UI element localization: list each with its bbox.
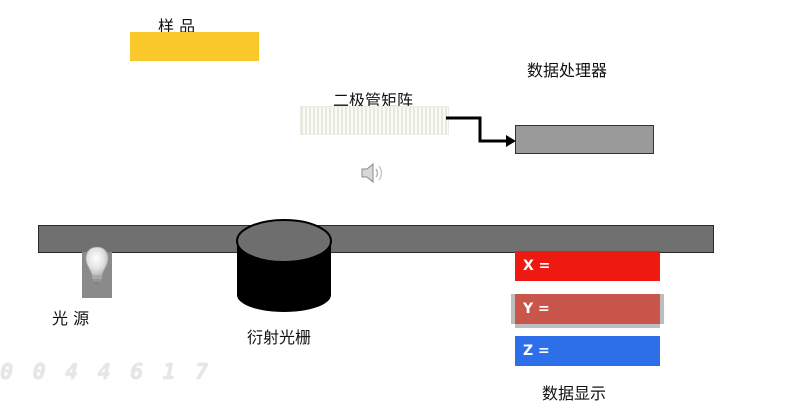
- x-value-bar: X =: [515, 251, 660, 281]
- timecode: 0 0 4 4 6 1 7: [0, 360, 212, 385]
- data-display-label: 数据显示: [542, 384, 607, 403]
- optical-rail: [38, 225, 714, 253]
- light-source-label: 光 源: [52, 309, 90, 328]
- diode-array: [300, 106, 449, 135]
- connector-arrow: [446, 116, 516, 147]
- speaker-icon[interactable]: [360, 161, 388, 185]
- data-processor: [515, 125, 654, 154]
- grating-label: 衍射光栅: [247, 328, 312, 347]
- diode-array-label: 二极管矩阵: [333, 91, 414, 110]
- processor-label: 数据处理器: [527, 61, 608, 80]
- y-value-bar: Y =: [515, 294, 660, 324]
- sample-block: [130, 32, 259, 61]
- diffraction-grating: [236, 219, 332, 312]
- z-value-bar: Z =: [515, 336, 660, 366]
- light-bulb-icon: [85, 246, 109, 285]
- sample-label: 样 品: [158, 17, 196, 36]
